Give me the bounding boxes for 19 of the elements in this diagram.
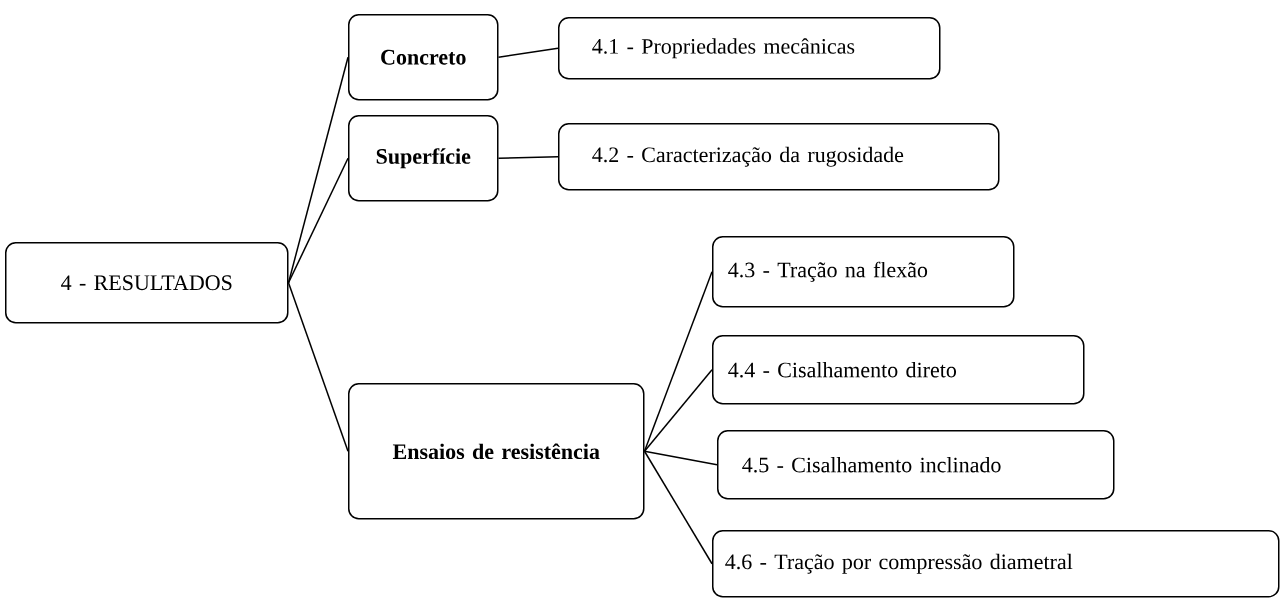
connector-line [643, 271, 713, 452]
box: 4 - RESULTADOS [5, 242, 289, 324]
connector-line [287, 56, 349, 284]
box: Concreto [348, 14, 499, 101]
box: 4.4 - Cisalhamento direto [712, 335, 1085, 405]
connector-line [643, 450, 718, 466]
connector-line [287, 282, 349, 452]
box: 4.5 - Cisalhamento inclinado [717, 430, 1115, 500]
box: Ensaios de resistência [348, 383, 645, 520]
box: 4.2 - Caracterização da rugosidade [558, 123, 1000, 191]
connector-line [497, 47, 559, 58]
connector-line [643, 369, 713, 452]
box: 4.3 - Tração na flexão [712, 236, 1015, 308]
connector-line [287, 157, 349, 284]
box: 4.6 - Tração por compressão diametral [712, 530, 1280, 598]
box: Superfície [348, 115, 499, 202]
connector-line [497, 156, 559, 159]
box: 4.1 - Propriedades mecânicas [558, 17, 941, 80]
connector-line [643, 450, 713, 565]
